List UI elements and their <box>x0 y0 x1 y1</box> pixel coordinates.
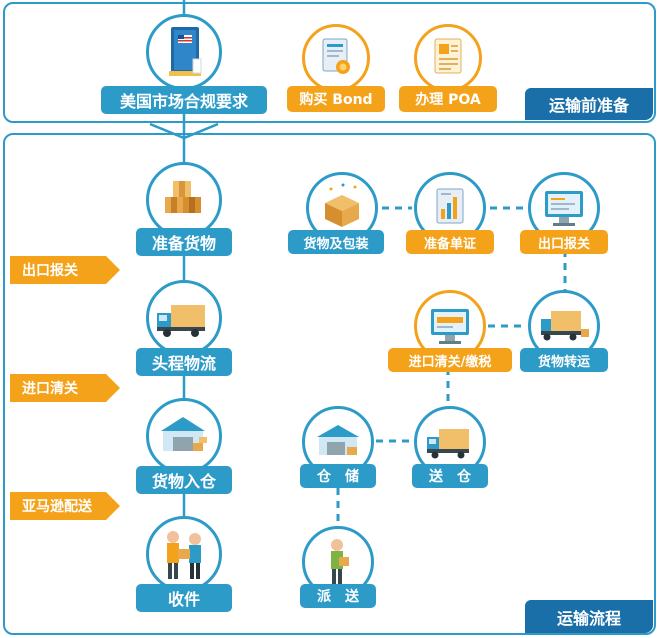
pre-shipment-tag: 运输前准备 <box>525 88 653 120</box>
delivery-truck-icon <box>427 429 469 459</box>
compliance-label: 美国市场合规要求 <box>101 86 267 114</box>
receive-label: 收件 <box>136 584 232 612</box>
warehouse-in-circle <box>146 398 222 474</box>
bond-document-icon <box>322 38 350 74</box>
bond-circle <box>302 24 370 92</box>
dispatch-label: 派 送 <box>300 584 376 608</box>
warehouse-icon <box>317 425 359 455</box>
first-leg-label: 头程物流 <box>136 348 232 376</box>
export-declaration-label: 出口报关 <box>520 230 608 254</box>
poa-label: 办理 POA <box>399 86 497 112</box>
goods-packaging-label: 货物及包装 <box>288 230 384 254</box>
prepare-goods-label: 准备货物 <box>136 228 232 256</box>
bond-label: 购买 Bond <box>287 86 385 112</box>
courier-icon <box>331 539 349 585</box>
prepare-docs-label: 准备单证 <box>406 230 494 254</box>
compliance-book-icon <box>169 27 202 76</box>
arrow-head <box>106 256 120 284</box>
arrow-amazon-delivery: 亚马逊配送 <box>10 492 120 520</box>
cargo-boxes-icon <box>165 181 201 213</box>
monitor-icon <box>545 191 583 226</box>
arrow-import-clearance-text: 进口清关 <box>10 374 106 402</box>
warehouse-in-label: 货物入仓 <box>136 466 232 494</box>
arrow-amazon-delivery-text: 亚马逊配送 <box>10 492 106 520</box>
receive-circle <box>146 516 222 592</box>
import-clearance-label: 进口清关/缴税 <box>388 348 512 372</box>
arrow-head <box>106 492 120 520</box>
warehouse-icon <box>161 417 207 451</box>
arrow-export-declaration: 出口报关 <box>10 256 120 284</box>
forklift-truck-icon <box>541 311 589 341</box>
first-leg-circle <box>146 280 222 356</box>
poa-circle <box>414 24 482 92</box>
storage-label: 仓 储 <box>300 464 376 488</box>
compliance-circle <box>146 14 222 90</box>
delivery-label: 送 仓 <box>412 464 488 488</box>
arrow-import-clearance: 进口清关 <box>10 374 120 402</box>
shipping-flow-tag: 运输流程 <box>525 600 653 633</box>
prepare-goods-circle <box>146 162 222 238</box>
arrow-head <box>106 374 120 402</box>
customs-monitor-icon <box>431 309 469 344</box>
packaging-box-icon <box>325 183 359 227</box>
receive-package-icon <box>167 531 201 579</box>
delivery-truck-icon <box>157 305 205 337</box>
poa-document-icon <box>434 38 462 74</box>
document-chart-icon <box>436 188 464 224</box>
goods-transfer-label: 货物转运 <box>520 348 608 372</box>
arrow-export-declaration-text: 出口报关 <box>10 256 106 284</box>
